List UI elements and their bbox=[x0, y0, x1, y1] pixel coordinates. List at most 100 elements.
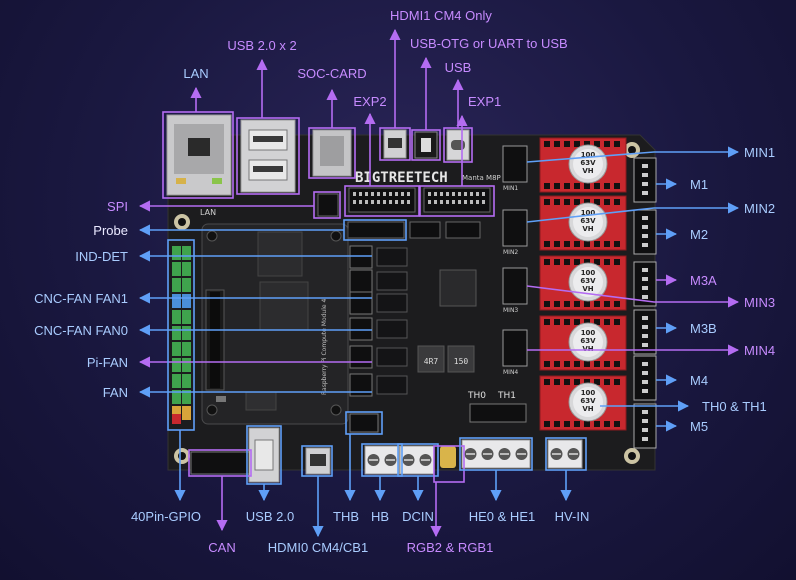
fan-connector bbox=[349, 245, 373, 269]
exp1-header bbox=[423, 187, 491, 213]
header-pin bbox=[452, 192, 455, 196]
socket-pin bbox=[554, 319, 560, 325]
socket-pin bbox=[584, 259, 590, 265]
socket-pin bbox=[604, 421, 610, 427]
header-pin bbox=[365, 200, 368, 204]
socket-pin bbox=[554, 259, 560, 265]
pin-header-block bbox=[172, 262, 181, 276]
header-pin bbox=[401, 192, 404, 196]
usb-otg-label: USB-OTG or UART to USB bbox=[410, 36, 568, 51]
socket-pin bbox=[604, 319, 610, 325]
header-pin bbox=[407, 200, 410, 204]
socket-pin bbox=[594, 259, 600, 265]
socket-pin bbox=[614, 199, 620, 205]
min4-label: MIN4 bbox=[744, 343, 775, 358]
socket-pin bbox=[604, 199, 610, 205]
cnc-fan0-label: CNC-FAN FAN0 bbox=[34, 323, 128, 338]
spi-label: SPI bbox=[107, 199, 128, 214]
hb-box bbox=[361, 443, 403, 477]
capacitor-text: 100 bbox=[581, 269, 596, 277]
min-silk: MIN3 bbox=[503, 307, 518, 314]
th-label: TH0 & TH1 bbox=[702, 399, 767, 414]
socket-pin bbox=[604, 301, 610, 307]
motor-connector bbox=[633, 261, 657, 307]
hdmi1-label: HDMI1 CM4 Only bbox=[390, 8, 492, 23]
capacitor-text: 100 bbox=[581, 389, 596, 397]
exp2-box bbox=[344, 185, 420, 217]
capacitor-text: VH bbox=[582, 225, 593, 233]
socket-pin bbox=[544, 421, 550, 427]
fan-header bbox=[376, 375, 408, 395]
header-pin bbox=[446, 200, 449, 204]
exp1-label: EXP1 bbox=[468, 94, 501, 109]
header-pin bbox=[482, 192, 485, 196]
pin-header-block bbox=[172, 374, 181, 388]
soc-card-label: SOC-CARD bbox=[297, 66, 366, 81]
motor-pin bbox=[642, 437, 648, 441]
m5-label: M5 bbox=[690, 419, 708, 434]
socket-pin bbox=[614, 241, 620, 247]
fan-header bbox=[376, 293, 408, 313]
min1-label: MIN1 bbox=[744, 145, 775, 160]
m1-label: M1 bbox=[690, 177, 708, 192]
socket-pin bbox=[544, 361, 550, 367]
fuse bbox=[440, 446, 456, 468]
header-pin bbox=[434, 192, 437, 196]
motor-pin bbox=[642, 173, 648, 177]
screw-terminals bbox=[364, 439, 583, 475]
capacitor-top bbox=[573, 267, 603, 297]
can-label: CAN bbox=[208, 540, 235, 555]
socket-pin bbox=[584, 361, 590, 367]
socket-pin bbox=[554, 361, 560, 367]
header-pin bbox=[353, 192, 356, 196]
socket-pin bbox=[564, 259, 570, 265]
socket-pin bbox=[544, 259, 550, 265]
socket-pin bbox=[574, 301, 580, 307]
usb20x2-label: USB 2.0 x 2 bbox=[227, 38, 296, 53]
socket-pin bbox=[594, 421, 600, 427]
gpio-side-box bbox=[167, 239, 195, 431]
fan-header bbox=[376, 271, 408, 291]
motor-pin bbox=[642, 286, 648, 290]
header-pin bbox=[395, 192, 398, 196]
min-connector bbox=[502, 145, 528, 183]
motor-pin bbox=[642, 295, 648, 299]
motor-pin bbox=[642, 419, 648, 423]
pin-header-block bbox=[182, 310, 191, 324]
rgb-box bbox=[433, 445, 465, 483]
header-pin bbox=[389, 200, 392, 204]
socket-pin bbox=[544, 301, 550, 307]
socket-pin bbox=[594, 361, 600, 367]
pin-header-block bbox=[172, 358, 181, 372]
header-pin bbox=[377, 200, 380, 204]
socket-pin bbox=[614, 183, 620, 189]
header-pin bbox=[440, 192, 443, 196]
header-pin bbox=[359, 200, 362, 204]
pin-header-block bbox=[172, 246, 181, 260]
socket-pin bbox=[544, 379, 550, 385]
hb-label: HB bbox=[371, 509, 389, 524]
usb-dual-port bbox=[240, 119, 296, 193]
socket-pin bbox=[594, 379, 600, 385]
socket-pin bbox=[594, 199, 600, 205]
header-pin bbox=[470, 200, 473, 204]
socket-pin bbox=[614, 421, 620, 427]
motor-pin bbox=[642, 325, 648, 329]
motor-pin bbox=[642, 234, 648, 238]
header-pin bbox=[401, 200, 404, 204]
socket-pin bbox=[614, 361, 620, 367]
pin-header-block bbox=[182, 294, 191, 308]
socket-pin bbox=[544, 241, 550, 247]
motor-pin bbox=[642, 334, 648, 338]
ind-det-label: IND-DET bbox=[75, 249, 128, 264]
svg-text:4R7: 4R7 bbox=[424, 357, 439, 366]
socket-pin bbox=[574, 361, 580, 367]
header-pin bbox=[371, 200, 374, 204]
pin-header-block bbox=[182, 358, 191, 372]
hdmi0-port bbox=[305, 447, 331, 475]
lan-label: LAN bbox=[183, 66, 208, 81]
soc-card-slot bbox=[312, 129, 352, 177]
